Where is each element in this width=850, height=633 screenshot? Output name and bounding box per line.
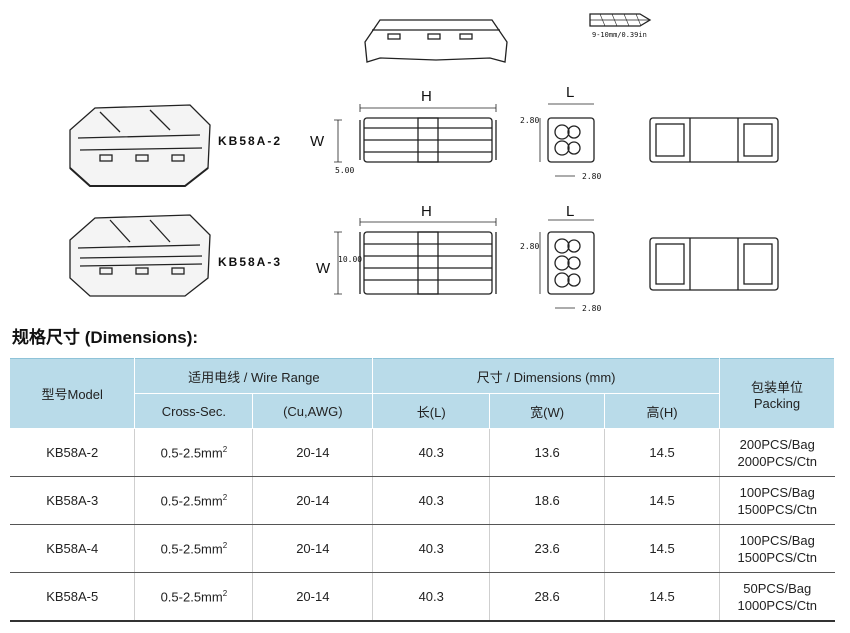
wire-strip-note: 9-10mm/0.39in	[592, 31, 647, 39]
dimensions-table: 型号Model 适用电线 / Wire Range 尺寸 / Dimension…	[10, 358, 835, 622]
header-width: 宽(W)	[489, 393, 606, 429]
dim-w-value: 10.00	[338, 255, 363, 264]
dim-w-label: W	[310, 133, 325, 150]
cell-cross-sec: 0.5-2.5mm2	[134, 524, 254, 573]
cell-cross-sec: 0.5-2.5mm2	[134, 476, 254, 525]
header-dimensions: 尺寸 / Dimensions (mm)	[372, 358, 720, 394]
cell-awg: 20-14	[252, 572, 374, 622]
header-wire-range: 适用电线 / Wire Range	[134, 358, 374, 394]
kb58a-2-front-view	[334, 104, 497, 163]
cell-height: 14.5	[604, 572, 720, 622]
dim-h-label: H	[421, 88, 432, 105]
dim-h-label: H	[421, 203, 432, 220]
cell-model: KB58A-3	[10, 476, 136, 525]
cell-length: 40.3	[372, 572, 491, 622]
cell-width: 13.6	[489, 428, 606, 477]
kb58a-3-perspective-drawing	[69, 214, 211, 297]
model-label-kb58a-2: KB58A-2	[218, 134, 283, 148]
cell-height: 14.5	[604, 476, 720, 525]
table-row: KB58A-5 0.5-2.5mm2 20-14 40.3 28.6 14.5 …	[10, 572, 835, 622]
cell-cross-sec: 0.5-2.5mm2	[134, 572, 254, 622]
cell-model: KB58A-5	[10, 572, 136, 622]
kb58a-3-top-view	[649, 237, 779, 291]
cell-awg: 20-14	[252, 524, 374, 573]
header-packing-en: Packing	[753, 395, 801, 411]
side-view-drawing	[364, 19, 508, 63]
cell-model: KB58A-2	[10, 428, 136, 477]
cell-height: 14.5	[604, 524, 720, 573]
header-model: 型号Model	[10, 358, 136, 429]
dim-l-label: L	[566, 203, 575, 220]
cell-length: 40.3	[372, 524, 491, 573]
cell-length: 40.3	[372, 476, 491, 525]
dim-depth-value: 2.80	[582, 172, 602, 181]
cell-awg: 20-14	[252, 428, 374, 477]
section-title: 规格尺寸 (Dimensions):	[12, 328, 199, 347]
cell-cross-sec: 0.5-2.5mm2	[134, 428, 254, 477]
kb58a-2-end-view	[539, 103, 595, 177]
cell-height: 14.5	[604, 428, 720, 477]
cell-width: 23.6	[489, 524, 606, 573]
header-height: 高(H)	[604, 393, 720, 429]
header-packing: 包装单位 Packing	[719, 358, 835, 429]
dim-l-label: L	[566, 84, 575, 101]
cell-model: KB58A-4	[10, 524, 136, 573]
dim-end-value: 2.80	[520, 242, 540, 251]
dim-w-value: 5.00	[335, 166, 355, 175]
kb58a-2-top-view	[649, 117, 779, 163]
table-row: KB58A-2 0.5-2.5mm2 20-14 40.3 13.6 14.5 …	[10, 428, 835, 477]
header-packing-cn: 包装单位	[750, 379, 803, 395]
table-row: KB58A-3 0.5-2.5mm2 20-14 40.3 18.6 14.5 …	[10, 476, 835, 525]
cell-awg: 20-14	[252, 476, 374, 525]
cell-width: 28.6	[489, 572, 606, 622]
header-awg: (Cu,AWG)	[252, 393, 374, 429]
model-label-kb58a-3: KB58A-3	[218, 255, 283, 269]
cell-length: 40.3	[372, 428, 491, 477]
dim-w-label: W	[316, 260, 331, 277]
table-row: KB58A-4 0.5-2.5mm2 20-14 40.3 23.6 14.5 …	[10, 524, 835, 573]
cell-width: 18.6	[489, 476, 606, 525]
dim-depth-value: 2.80	[582, 304, 602, 313]
header-cross-sec: Cross-Sec.	[134, 393, 254, 429]
technical-drawings	[69, 13, 779, 309]
header-length: 长(L)	[372, 393, 491, 429]
dim-end-value: 2.80	[520, 116, 540, 125]
kb58a-3-front-view	[334, 218, 497, 295]
wire-strip-drawing	[589, 13, 652, 27]
kb58a-2-perspective-drawing	[69, 104, 211, 187]
kb58a-3-end-view	[539, 219, 595, 309]
